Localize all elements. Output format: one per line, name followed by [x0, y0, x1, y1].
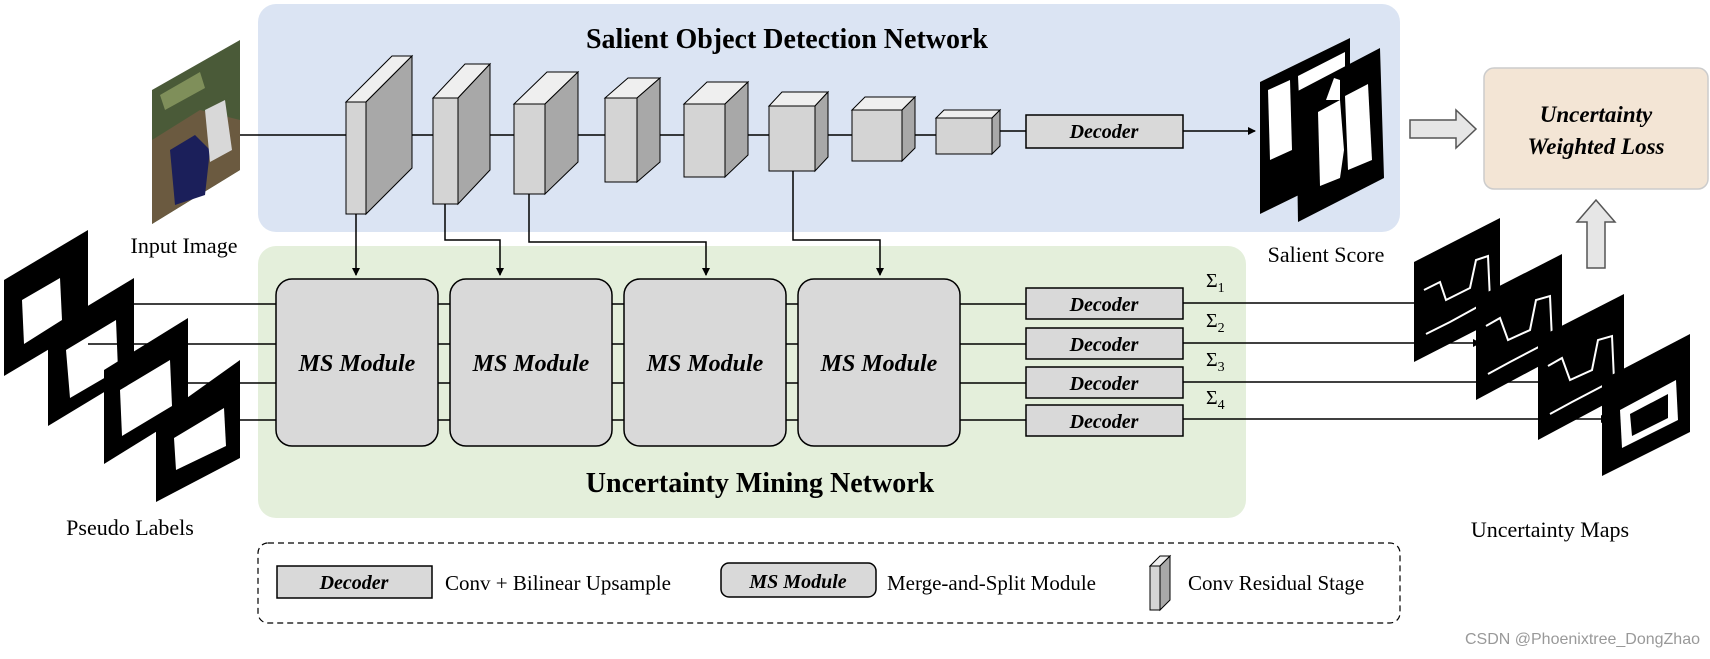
- legend-ms-swatch: [720, 562, 877, 598]
- ms-connectors-3-4: [786, 303, 798, 421]
- input-image: [152, 40, 240, 224]
- loss-label-line2: Weighted Loss: [1528, 134, 1665, 159]
- umn-decoder-2: Decoder: [1025, 327, 1184, 360]
- conv-stage-8: [934, 108, 1002, 156]
- ms-module-2-label: MS Module: [472, 351, 590, 377]
- conv-stage-1: [344, 54, 414, 216]
- pseudo-label-lines: [88, 303, 276, 421]
- uncertainty-weighted-loss-box: [1483, 67, 1709, 190]
- ms-module-4-label: MS Module: [820, 351, 938, 377]
- ms-module-3: MS Module: [623, 278, 787, 447]
- conv-stage-4: [603, 76, 662, 184]
- conv-stage-7: [850, 95, 917, 163]
- umn-decoder-3-label: Decoder: [1069, 373, 1139, 395]
- uncertainty-maps: [1414, 218, 1690, 476]
- ms-module-1-label: MS Module: [298, 351, 416, 377]
- ms-module-4: MS Module: [797, 278, 961, 447]
- umn-decoder-4-label: Decoder: [1069, 411, 1139, 433]
- sod-decoder-label: Decoder: [1069, 121, 1139, 143]
- arrow-maps-to-loss: [1575, 198, 1617, 269]
- sod-decoder-box: [1025, 114, 1184, 149]
- umn-network-title: Uncertainty Mining Network: [586, 468, 935, 499]
- sigma-3: Σ3: [1206, 349, 1225, 375]
- arrow-to-loss: [1409, 108, 1478, 150]
- sigma-4: Σ4: [1206, 387, 1225, 413]
- legend-ms-label: MS Module: [748, 571, 846, 593]
- loss-label-line1: Uncertainty: [1540, 102, 1653, 127]
- umn-decoder-2-label: Decoder: [1069, 334, 1139, 356]
- ms-connectors-2-3: [612, 303, 624, 421]
- sigma-1: Σ1: [1206, 270, 1225, 296]
- legend-conv-desc: Conv Residual Stage: [1188, 571, 1364, 595]
- skip-connections: [352, 171, 884, 276]
- ms-module-1: MS Module: [275, 278, 439, 447]
- umn-decoder-3: Decoder: [1025, 366, 1184, 399]
- pseudo-label-maps: [4, 230, 240, 502]
- conv-stage-3: [512, 70, 580, 196]
- pseudo-labels-label: Pseudo Labels: [66, 515, 194, 540]
- legend-ms-desc: Merge-and-Split Module: [887, 571, 1096, 595]
- umn-decoder-4: Decoder: [1025, 404, 1184, 437]
- input-image-label: Input Image: [131, 233, 238, 258]
- conv-stage-2: [431, 62, 492, 206]
- conv-stage-6: [767, 90, 830, 173]
- sigma-2: Σ2: [1206, 310, 1225, 336]
- ms-module-3-label: MS Module: [646, 351, 764, 377]
- legend-conv-swatch: [1148, 554, 1172, 612]
- umn-decoder-1-label: Decoder: [1069, 294, 1139, 316]
- ms-to-decoder-lines: [960, 303, 1026, 421]
- ms-connectors-1-2: [438, 303, 450, 421]
- legend-decoder-desc: Conv + Bilinear Upsample: [445, 571, 671, 595]
- ms-module-2: MS Module: [449, 278, 613, 447]
- salient-score-map: [1260, 38, 1384, 222]
- legend-decoder-label: Decoder: [319, 572, 389, 594]
- salient-score-label: Salient Score: [1268, 242, 1385, 267]
- legend-decoder-swatch: [276, 565, 433, 599]
- umn-decoder-1: Decoder: [1025, 287, 1184, 320]
- legend-box: [257, 542, 1401, 624]
- uncertainty-maps-label: Uncertainty Maps: [1471, 517, 1629, 542]
- watermark: CSDN @Phoenixtree_DongZhao: [1465, 631, 1700, 648]
- conv-stage-5: [682, 80, 750, 179]
- sod-network-title: Salient Object Detection Network: [586, 24, 988, 55]
